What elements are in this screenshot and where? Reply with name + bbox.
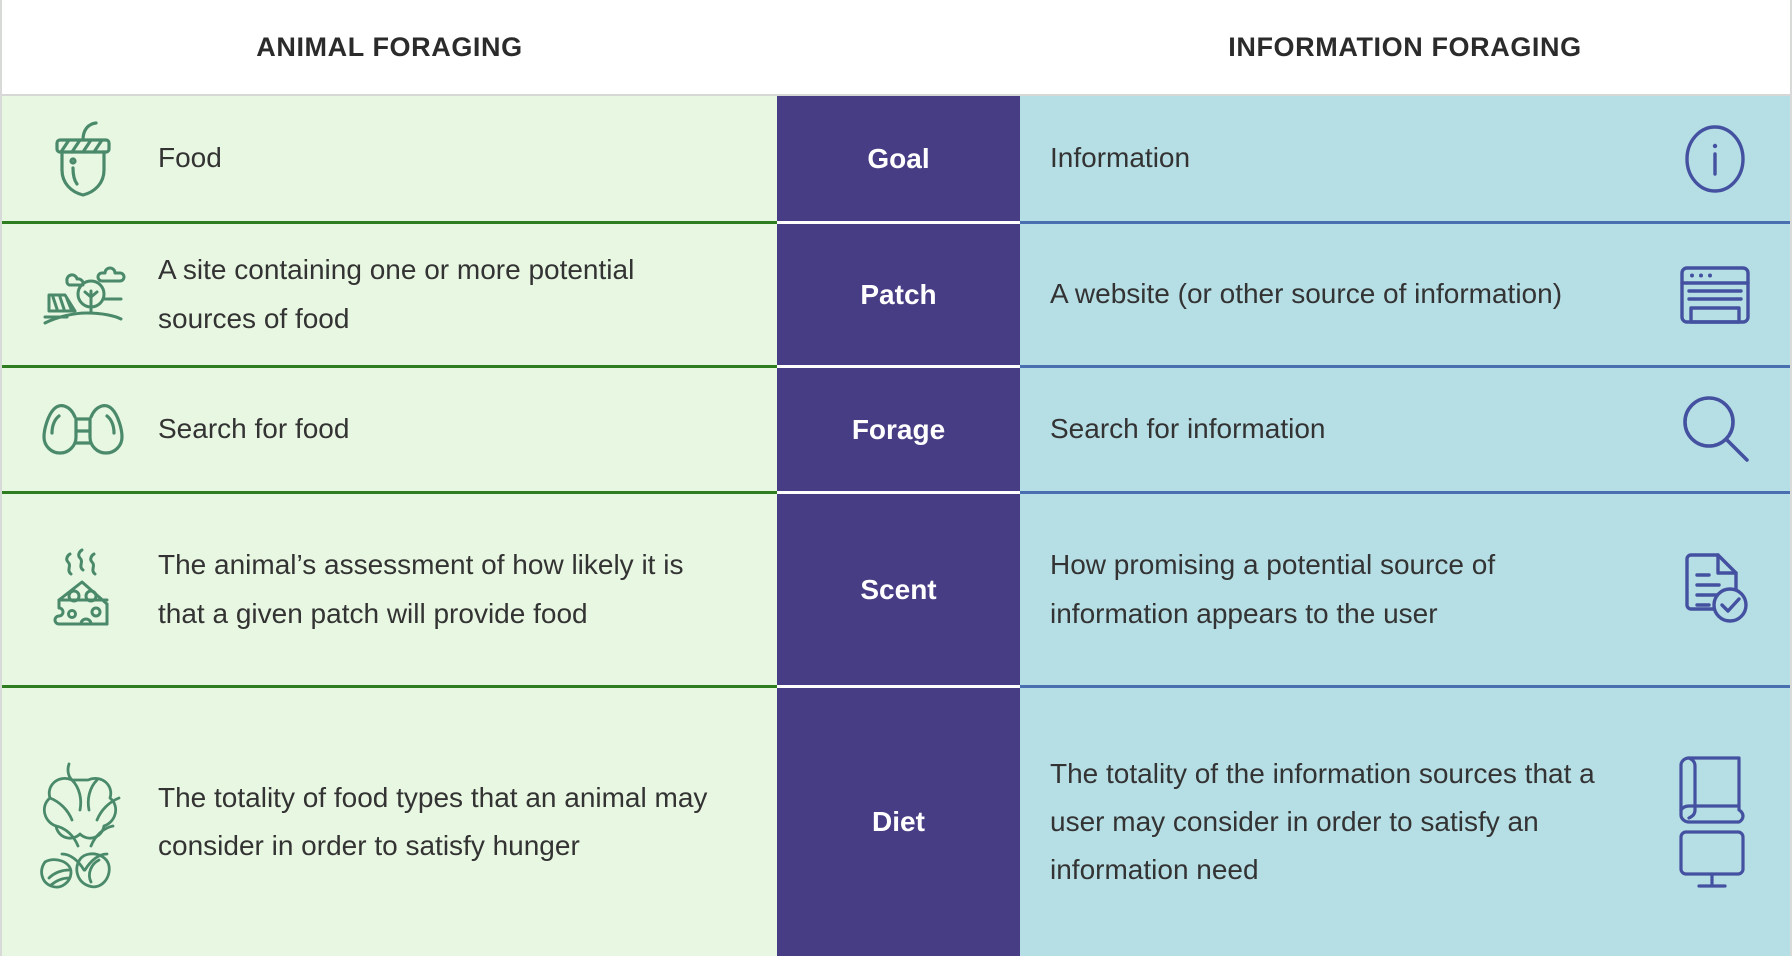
header-spacer <box>777 0 1020 94</box>
info-text-scent: How promising a potential source of info… <box>1050 549 1496 629</box>
animal-cell-diet: The totality of food types that an anima… <box>2 688 777 956</box>
info-text-forage: Search for information <box>1050 413 1326 445</box>
table-row: Food Goal Information <box>2 96 1790 224</box>
animal-cell-scent: The animal’s assessment of how likely it… <box>2 494 777 688</box>
table-row: A site containing one or more potential … <box>2 224 1790 368</box>
table-row: Search for food Forage Search for inform… <box>2 368 1790 494</box>
info-text-diet: The totality of the information sources … <box>1050 757 1595 886</box>
binoculars-icon <box>8 397 158 463</box>
concept-label-goal: Goal <box>777 96 1020 224</box>
info-text-goal: Information <box>1050 142 1191 174</box>
concept-label-forage: Forage <box>777 368 1020 494</box>
concept-label-patch: Patch <box>777 224 1020 368</box>
field-landscape-icon <box>8 259 158 331</box>
animal-text-patch: A site containing one or more potential … <box>158 254 635 334</box>
animal-cell-patch: A site containing one or more potential … <box>2 224 777 368</box>
magnifying-glass-icon <box>1640 392 1790 468</box>
info-cell-scent: How promising a potential source of info… <box>1020 494 1790 688</box>
animal-text-diet: The totality of food types that an anima… <box>158 781 708 861</box>
animal-cell-forage: Search for food <box>2 368 777 494</box>
animal-text-goal: Food <box>158 142 222 174</box>
info-cell-goal: Information <box>1020 96 1790 224</box>
browser-window-icon <box>1640 263 1790 327</box>
table-row: The totality of food types that an anima… <box>2 688 1790 956</box>
hops-and-nuts-icon <box>8 754 158 890</box>
animal-text-scent: The animal’s assessment of how likely it… <box>158 549 684 629</box>
book-and-monitor-icon <box>1640 752 1790 892</box>
concept-label-diet: Diet <box>777 688 1020 956</box>
info-text-patch: A website (or other source of informatio… <box>1050 278 1563 310</box>
header-animal-foraging: ANIMAL FORAGING <box>256 31 523 62</box>
table-row: The animal’s assessment of how likely it… <box>2 494 1790 688</box>
table-header-row: ANIMAL FORAGING INFORMATION FORAGING <box>2 0 1790 96</box>
info-cell-diet: The totality of the information sources … <box>1020 688 1790 956</box>
animal-cell-goal: Food <box>2 96 777 224</box>
table-body: Food Goal Information <box>2 96 1790 956</box>
document-check-icon <box>1640 551 1790 629</box>
info-cell-forage: Search for information <box>1020 368 1790 494</box>
info-circle-icon <box>1640 121 1790 197</box>
concept-label-scent: Scent <box>777 494 1020 688</box>
steaming-cheese-icon <box>8 548 158 632</box>
animal-text-forage: Search for food <box>158 413 350 445</box>
info-cell-patch: A website (or other source of informatio… <box>1020 224 1790 368</box>
header-information-foraging: INFORMATION FORAGING <box>1228 31 1582 62</box>
acorn-icon <box>8 120 158 198</box>
